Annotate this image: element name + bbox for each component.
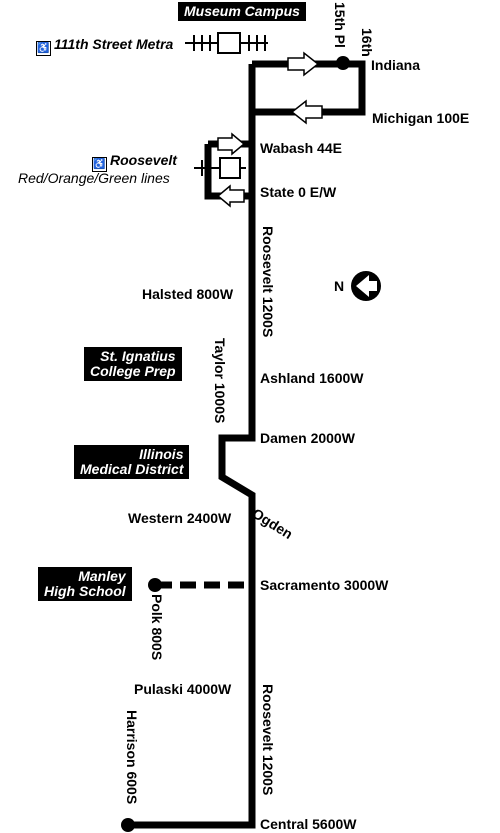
terminal-harrison: [121, 818, 135, 832]
manley-line1: Manley: [78, 568, 126, 584]
st-ignatius-line1: St. Ignatius: [100, 348, 176, 364]
street-polk: Polk 800S: [149, 594, 165, 661]
street-western: Western 2400W: [128, 510, 232, 526]
compass-label: N: [334, 278, 345, 294]
direction-arrow-roosevelt-east: [217, 132, 246, 156]
street-harrison: Harrison 600S: [124, 710, 140, 805]
street-16th: 16th: [359, 28, 375, 57]
roosevelt-station-label: ♿Roosevelt: [92, 152, 177, 172]
manley-hs-badge: Manley High School: [38, 567, 132, 601]
wheelchair-icon: ♿: [92, 157, 107, 172]
direction-arrow-east: [287, 51, 320, 77]
street-state: State 0 E/W: [260, 184, 337, 200]
st-ignatius-line2: College Prep: [90, 363, 176, 379]
street-roosevelt-1: Roosevelt 1200S: [260, 226, 276, 338]
st-ignatius-badge: St. Ignatius College Prep: [84, 347, 182, 381]
street-damen: Damen 2000W: [260, 430, 355, 446]
street-central: Central 5600W: [260, 816, 357, 832]
rail-crossing-icon: [185, 32, 268, 54]
street-pulaski: Pulaski 4000W: [134, 681, 232, 697]
north-arrow-icon: [351, 271, 381, 301]
street-michigan: Michigan 100E: [372, 110, 470, 126]
street-taylor: Taylor 1000S: [212, 338, 228, 424]
street-roosevelt-2: Roosevelt 1200S: [260, 684, 276, 796]
metra-111th-label: ♿111th Street Metra: [36, 36, 174, 56]
direction-arrow-west: [290, 99, 323, 125]
illinois-medical-badge: Illinois Medical District: [74, 445, 190, 479]
terminal-manley: [148, 578, 162, 592]
street-indiana: Indiana: [371, 57, 421, 73]
rail-station-icon: [194, 157, 246, 179]
street-halsted: Halsted 800W: [142, 286, 234, 302]
street-ashland: Ashland 1600W: [260, 370, 364, 386]
street-15th-pl: 15th Pl: [332, 2, 348, 48]
street-sacramento: Sacramento 3000W: [260, 577, 389, 593]
direction-arrow-roosevelt-west: [216, 184, 245, 208]
wheelchair-icon: ♿: [36, 41, 51, 56]
manley-line2: High School: [44, 583, 126, 599]
street-wabash: Wabash 44E: [260, 140, 342, 156]
roosevelt-lines-label: Red/Orange/Green lines: [18, 170, 170, 186]
illinois-medical-line2: Medical District: [80, 461, 184, 477]
terminal-indiana: [336, 56, 350, 70]
museum-campus-badge: Museum Campus: [178, 2, 306, 21]
illinois-medical-line1: Illinois: [139, 446, 184, 462]
